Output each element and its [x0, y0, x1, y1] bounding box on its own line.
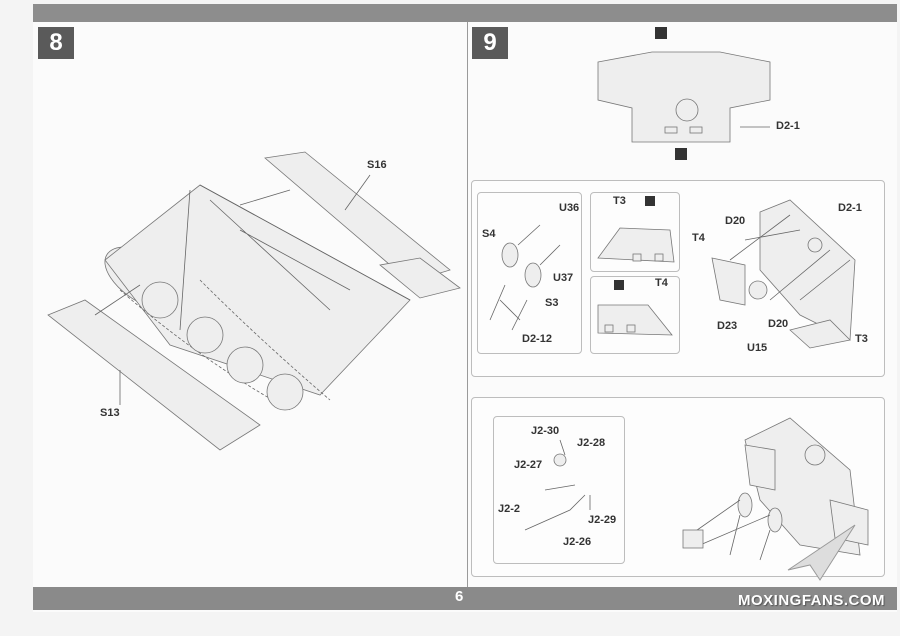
part-s16-rear	[379, 257, 461, 299]
label-t4: T4	[692, 232, 705, 244]
label-s4: S4	[482, 228, 496, 240]
label-d23: D23	[717, 320, 738, 332]
label-j2-28: J2-28	[577, 437, 606, 449]
label-d2-12: D2-12	[522, 333, 552, 345]
label-t3-detail: T3	[613, 195, 626, 207]
label-u15: U15	[747, 342, 768, 354]
label-u37: U37	[553, 272, 574, 284]
part-s13	[47, 299, 261, 451]
label-j2-27: J2-27	[514, 459, 543, 471]
label-j2-26: J2-26	[563, 536, 592, 548]
top-bar	[33, 4, 897, 22]
page-number: 6	[455, 588, 464, 605]
label-d20-upper: D20	[725, 215, 746, 227]
label-j2-29: J2-29	[588, 514, 617, 526]
label-d2-1: D2-1	[838, 202, 862, 214]
step-8-badge: 8	[38, 27, 74, 59]
label-t4-detail: T4	[655, 277, 668, 289]
bottom-bar	[33, 587, 897, 610]
page-divider	[467, 22, 468, 587]
label-t3: T3	[855, 333, 868, 345]
label-j2-2: J2-2	[498, 503, 521, 515]
watermark-text: MOXINGFANS.COM	[738, 592, 886, 609]
part-s16	[264, 151, 451, 283]
hull-tub	[104, 184, 411, 396]
label-s3: S3	[545, 297, 559, 309]
label-s13: S13	[100, 407, 120, 419]
watermark-logo	[787, 524, 856, 581]
label-j2-30: J2-30	[531, 425, 560, 437]
label-u36: U36	[559, 202, 580, 214]
label-d2-1-top: D2-1	[776, 120, 800, 132]
step-9-badge: 9	[472, 27, 508, 59]
label-d20-lower: D20	[768, 318, 789, 330]
panel-j2-parts	[493, 416, 625, 564]
label-s16: S16	[367, 159, 387, 171]
